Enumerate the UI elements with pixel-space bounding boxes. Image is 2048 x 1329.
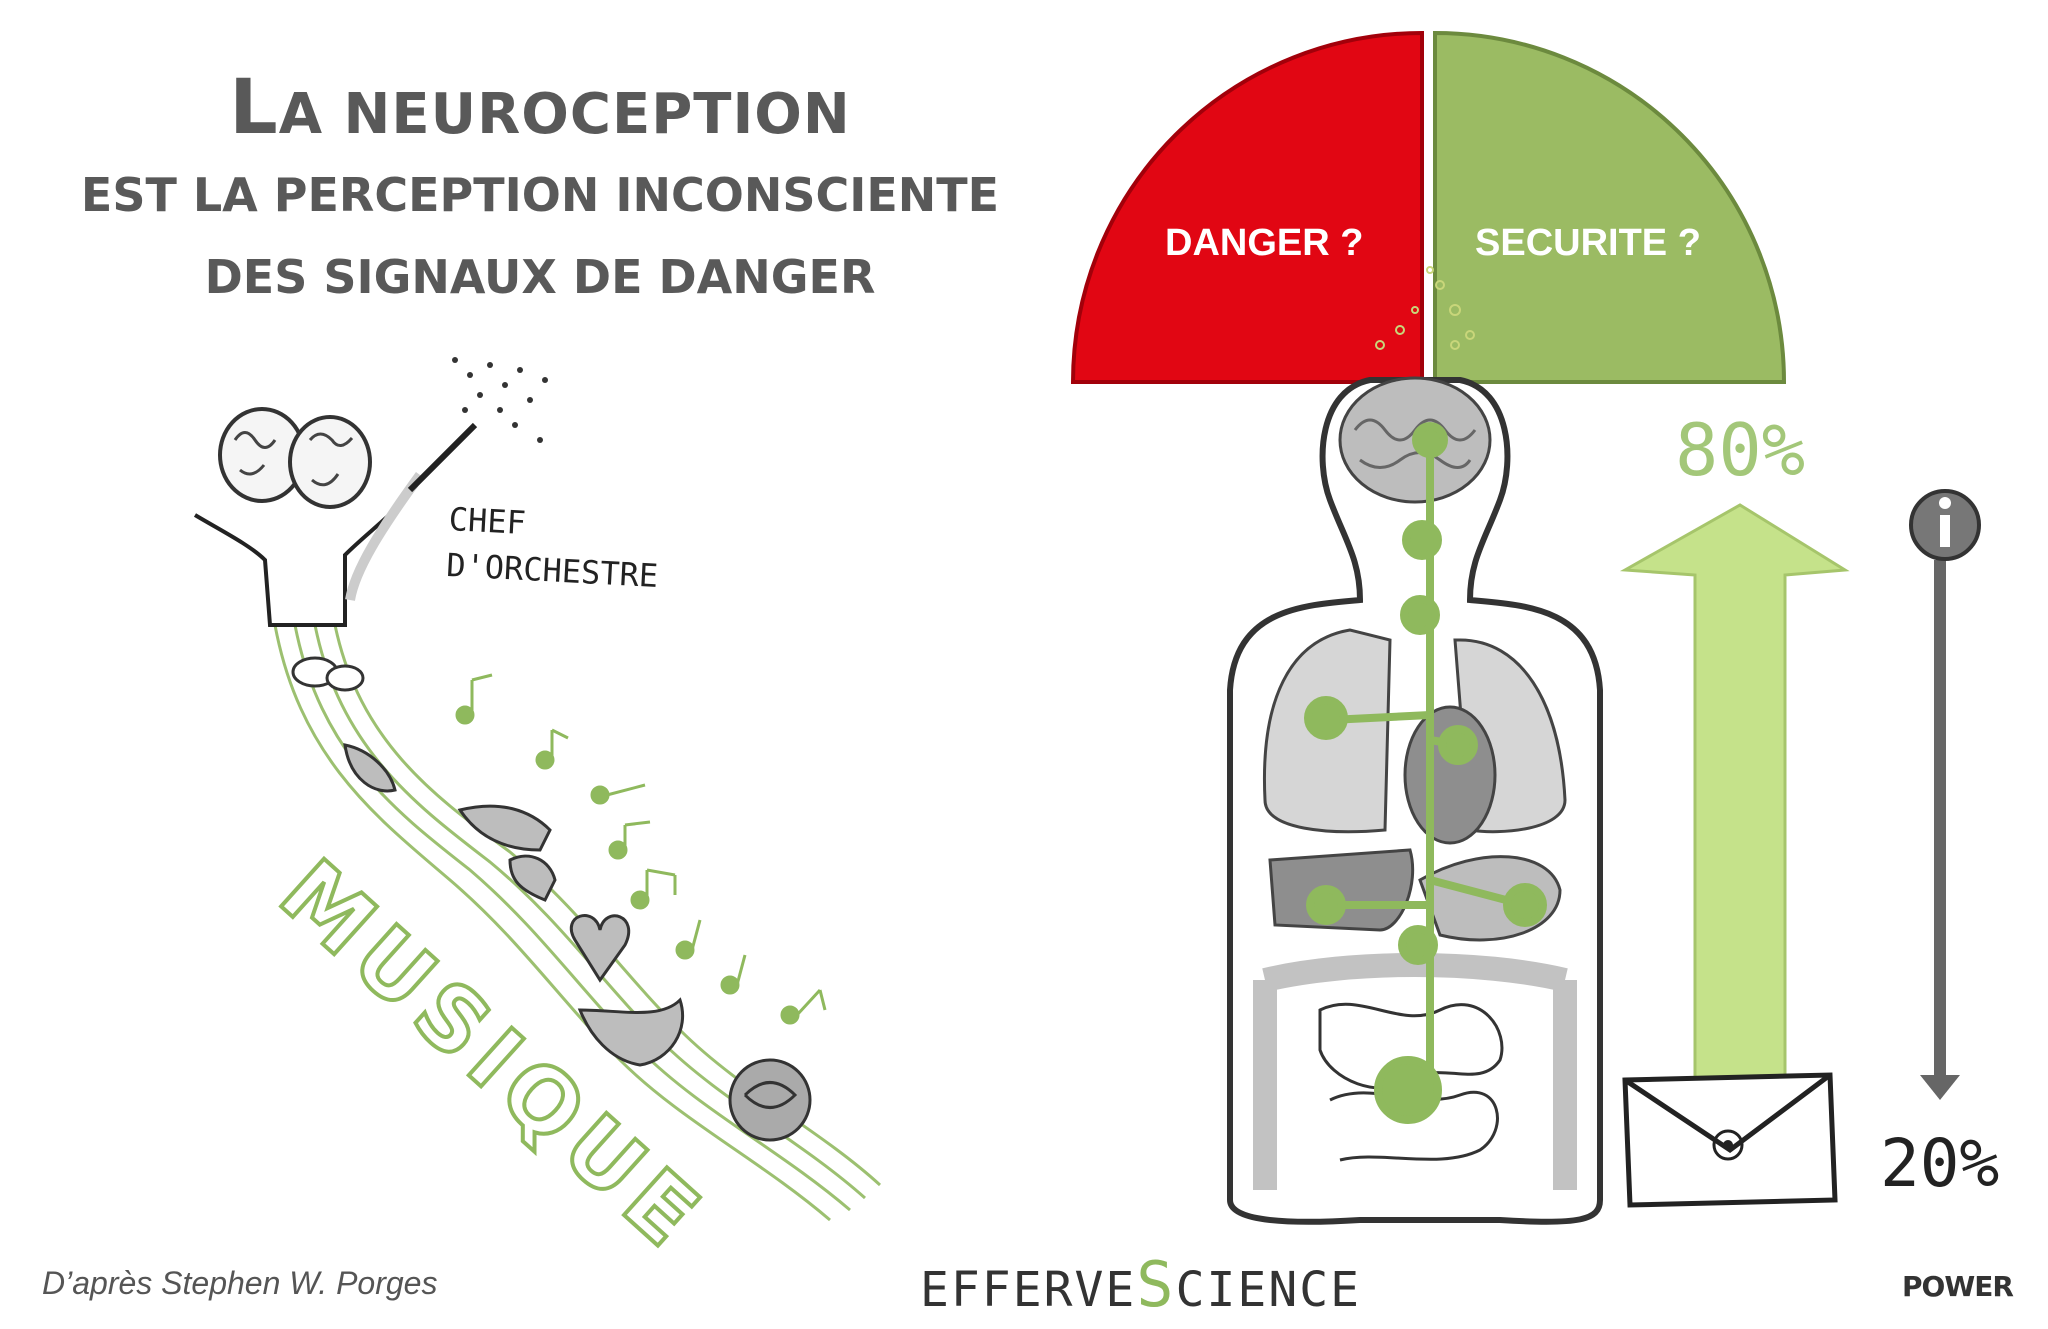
up-arrow [1619, 503, 1850, 1087]
info-icon [1909, 489, 1981, 1100]
effervescience-logo: EFFERVESCIENCE [920, 1248, 1361, 1321]
safety-label: SECURITE ? [1475, 222, 1701, 264]
neuroception-dial [1070, 30, 1787, 384]
baton-icon [407, 357, 548, 493]
credit-text: D’après Stephen W. Porges [42, 1265, 438, 1301]
down-percent: 20% [1880, 1125, 2000, 1202]
stomach-icon [577, 997, 685, 1067]
envelope-icon [1622, 1072, 1838, 1208]
title-rest: A NEUROCEPTION [278, 82, 851, 147]
conductor-figure [193, 472, 425, 627]
subtitle-line-1: EST LA PERCEPTION INCONSCIENTE [80, 168, 1000, 222]
heart-icon [569, 914, 631, 983]
danger-label: DANGER ? [1165, 222, 1364, 264]
danger-half [1070, 30, 1424, 384]
subtitle-line-2: DES SIGNAUX DE DANGER [204, 250, 876, 304]
music-note-icon [455, 673, 827, 1025]
logo-suffix: CIENCE [1175, 1262, 1362, 1318]
logo-s: S [1136, 1248, 1176, 1321]
body-icon [1227, 376, 1603, 1225]
page-title: LA NEUROCEPTION [80, 62, 1000, 151]
organ-shapes [291, 656, 812, 1142]
up-percent: 80% [1675, 408, 1806, 492]
safety-half [1433, 30, 1787, 384]
power-logo: POWER [1902, 1270, 2014, 1303]
logo-prefix: EFFERVE [920, 1262, 1137, 1318]
brain-icon [218, 407, 372, 509]
title-initial: L [229, 62, 279, 151]
conductor-label: CHEF D'ORCHESTRE [445, 496, 661, 599]
